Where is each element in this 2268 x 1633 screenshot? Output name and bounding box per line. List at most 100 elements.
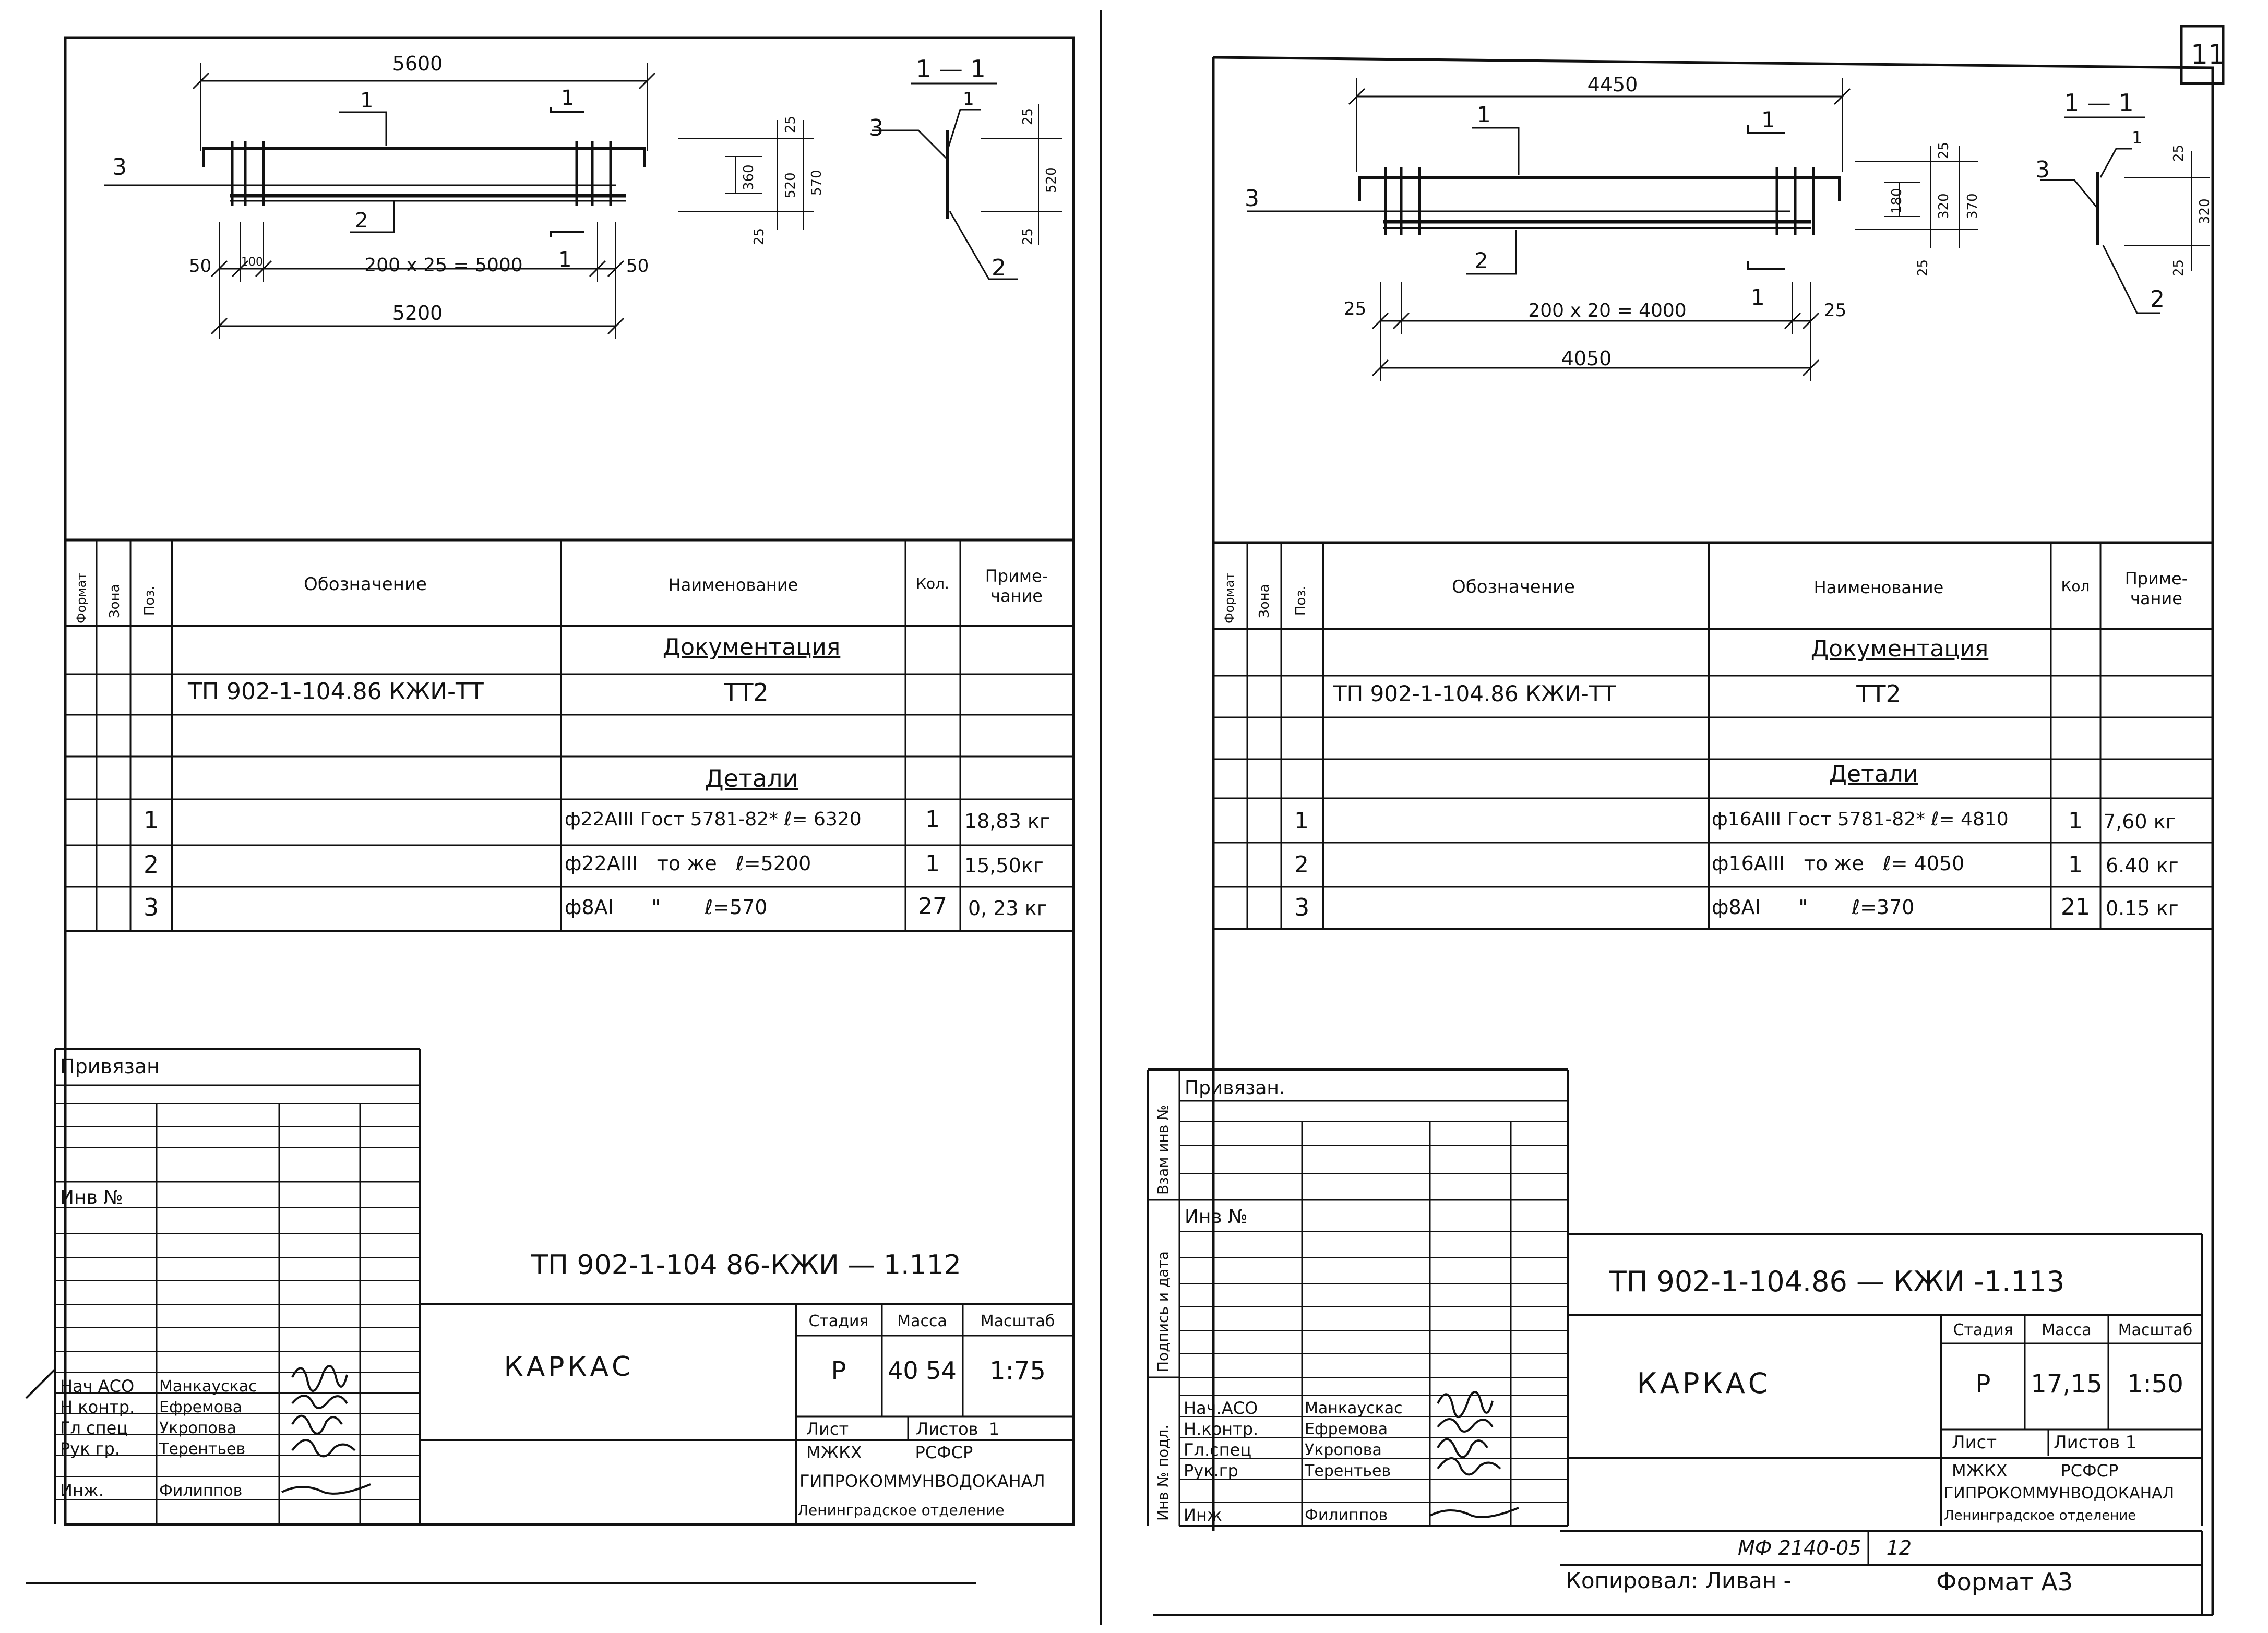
r-row1-qty: 1	[2068, 808, 2083, 834]
stamp-sheet: Лист	[806, 1419, 849, 1439]
r-dim-frame-length: 4050	[1561, 347, 1612, 370]
row1-pos: 1	[144, 806, 159, 834]
r-section-pos-2: 2	[2150, 286, 2165, 313]
section-details: Детали	[705, 764, 798, 793]
r-staff-role-4: Рук.гр	[1184, 1461, 1238, 1481]
staff-name-4: Терентьев	[159, 1440, 246, 1458]
footer-mf: МФ 2140-05 12	[1738, 1536, 1912, 1559]
r-section-documentation: Документация	[1810, 635, 1989, 662]
stamp-stage: Р	[831, 1356, 846, 1386]
r-row1-pos: 1	[1294, 808, 1309, 834]
r-staff-name-2: Ефремова	[1305, 1420, 1388, 1438]
r-dim-total-length: 4450	[1587, 73, 1638, 96]
r-row1-note: 7,60 кг	[2103, 810, 2176, 833]
r-header-designation: Обозначение	[1452, 577, 1575, 597]
r-dim-end-left: 25	[1344, 298, 1367, 319]
pos-label-3: 3	[112, 154, 127, 181]
staff-name-5: Филиппов	[159, 1482, 243, 1500]
stamp-sheets: Листов 1	[916, 1419, 1000, 1439]
r-stamp-inv: Инв №	[1185, 1206, 1248, 1228]
r-stamp-sheet: Лист	[1952, 1432, 1997, 1453]
header-note: Приме- чание	[985, 566, 1048, 606]
pos-label-2: 2	[355, 209, 368, 233]
dim-total-length: 5600	[392, 52, 443, 75]
r-stamp-stage-header: Стадия	[1953, 1321, 2013, 1339]
row3-qty: 27	[918, 893, 947, 920]
row1-qty: 1	[925, 806, 940, 833]
r-section-pos-1: 1	[2132, 128, 2143, 148]
r-row2-name: ф16АIII то же ℓ= 4050	[1712, 852, 1965, 875]
header-name: Наименование	[668, 575, 798, 595]
r-doc-designation: ТП 902-1-104.86 КЖИ-ТТ	[1333, 681, 1616, 706]
section-pos-3: 3	[869, 115, 884, 141]
r-section-pos-3: 3	[2035, 157, 2050, 183]
r-row3-name: ф8АI " ℓ=370	[1712, 896, 1915, 919]
staff-role-4: Рук гр.	[60, 1439, 121, 1459]
staff-role-5: Инж.	[60, 1481, 104, 1500]
staff-name-2: Ефремова	[159, 1398, 243, 1416]
header-qty: Кол.	[916, 575, 949, 592]
r-stamp-org1: МЖКХ РСФСР	[1952, 1461, 2119, 1481]
section-documentation: Документация	[662, 634, 841, 661]
row3-note: 0, 23 кг	[968, 897, 1047, 920]
r-section-title: 1 — 1	[2064, 89, 2134, 117]
r-pos-label-2: 2	[1474, 248, 1488, 273]
footer-format: Формат А3	[1936, 1568, 2073, 1596]
r-staff-role-2: Н.контр.	[1184, 1419, 1259, 1439]
stamp-inv: Инв №	[60, 1187, 123, 1208]
stamp-mass-header: Масса	[897, 1312, 947, 1330]
r-row3-pos: 3	[1294, 893, 1310, 921]
r-pos-label-3: 3	[1245, 185, 1259, 212]
section-title: 1 — 1	[916, 55, 986, 83]
r-staff-name-5: Филиппов	[1305, 1506, 1388, 1524]
r-row3-note: 0.15 кг	[2106, 897, 2179, 920]
stamp-code: ТП 902-1-104 86-КЖИ — 1.112	[531, 1250, 961, 1281]
doc-designation: ТП 902-1-104.86 КЖИ-ТТ	[188, 678, 484, 705]
r-stamp-stage: Р	[1975, 1370, 1991, 1399]
r-staff-name-4: Терентьев	[1305, 1462, 1391, 1480]
r-stamp-sheets: Листов 1	[2054, 1432, 2137, 1453]
r-stamp-scale: 1:50	[2127, 1370, 2183, 1399]
r-stamp-mass: 17,15	[2031, 1370, 2103, 1399]
section-mark-bottom: 1	[558, 248, 572, 272]
r-stamp-tied: Привязан.	[1185, 1077, 1285, 1099]
stamp-org2: ГИПРОКОММУНВОДОКАНАЛ	[799, 1471, 1045, 1491]
r-stamp-code: ТП 902-1-104.86 — КЖИ -1.113	[1609, 1265, 2065, 1298]
r-header-name: Наименование	[1813, 578, 1944, 597]
stamp-org1: МЖКХ РСФСР	[806, 1443, 973, 1462]
section-pos-1: 1	[963, 89, 974, 110]
dim-end-left-2: 100	[241, 256, 263, 269]
r-doc-name: ТТ2	[1856, 680, 1901, 708]
pos-label-1: 1	[360, 89, 374, 113]
row3-name: ф8АI " ℓ=570	[565, 896, 768, 919]
r-section-mark-top: 1	[1761, 107, 1775, 133]
r-header-qty: Кол	[2061, 578, 2090, 595]
dim-end-right: 50	[626, 256, 649, 277]
r-staff-name-3: Укропова	[1305, 1441, 1382, 1459]
r-staff-role-3: Гл.спец	[1184, 1440, 1252, 1460]
r-staff-role-1: Нач.АСО	[1184, 1398, 1258, 1418]
stamp-org3: Ленинградское отделение	[797, 1502, 1005, 1519]
section-mark-top: 1	[561, 86, 575, 110]
r-section-details: Детали	[1829, 761, 1918, 787]
row1-name: ф22АIII Гост 5781-82* ℓ= 6320	[565, 809, 862, 830]
sheet-number: 11	[2191, 39, 2226, 70]
staff-role-1: Нач АСО	[60, 1376, 135, 1396]
stamp-scale: 1:75	[989, 1356, 1046, 1386]
r-dim-span-label: 200 x 20 = 4000	[1528, 300, 1687, 321]
r-dim-end-right: 25	[1824, 300, 1847, 321]
r-header-note: Приме- чание	[2124, 569, 2188, 608]
stamp-stage-header: Стадия	[808, 1312, 869, 1330]
stamp-title: КАРКАС	[504, 1351, 634, 1383]
r-stamp-org2: ГИПРОКОММУНВОДОКАНАЛ	[1944, 1484, 2175, 1503]
r-row3-qty: 21	[2061, 894, 2090, 920]
doc-name: ТТ2	[724, 678, 769, 706]
r-row2-pos: 2	[1294, 851, 1309, 878]
stamp-scale-header: Масштаб	[980, 1312, 1055, 1330]
row2-qty: 1	[925, 850, 940, 877]
row2-pos: 2	[144, 850, 159, 879]
dim-span-label: 200 x 25 = 5000	[364, 255, 523, 276]
